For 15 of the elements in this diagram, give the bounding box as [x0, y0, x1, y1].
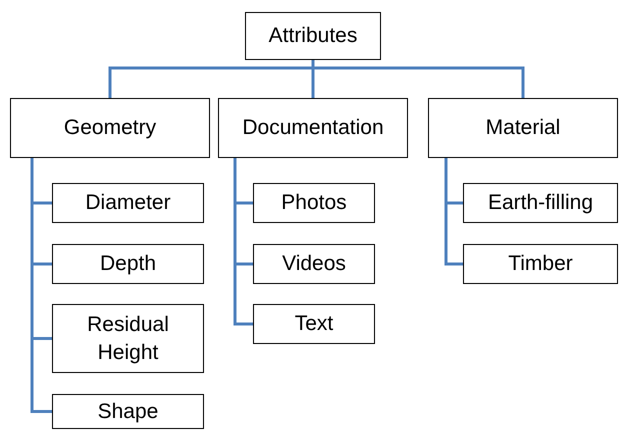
box: Text: [253, 304, 375, 344]
box: Timber: [463, 244, 618, 284]
connector-line: [30, 158, 52, 413]
box: Shape: [52, 394, 204, 429]
box: Geometry: [10, 98, 210, 158]
box: Documentation: [218, 98, 408, 158]
box: Depth: [52, 244, 204, 284]
box: Attributes: [245, 12, 381, 60]
box: Photos: [253, 183, 375, 223]
box: Material: [428, 98, 618, 158]
box: Earth-filling: [463, 183, 618, 223]
box: Videos: [253, 244, 375, 284]
box: Diameter: [52, 183, 204, 223]
box: Residual Height: [52, 304, 204, 373]
connector-line: [312, 60, 524, 98]
